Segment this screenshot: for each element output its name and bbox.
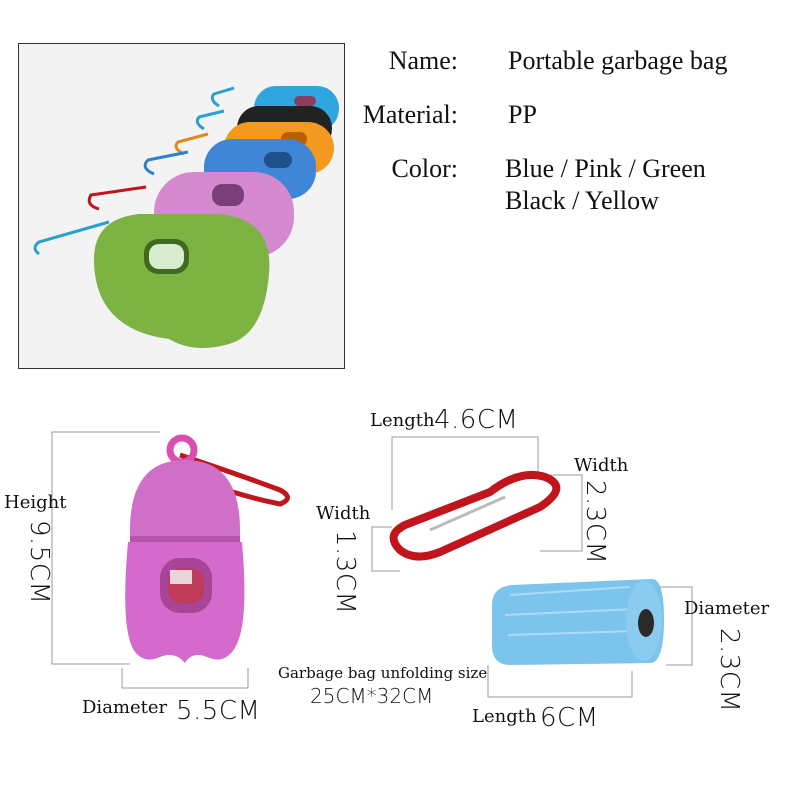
carabiner-length-value: 4.6CM [434, 405, 519, 435]
dispenser-group-illustration [19, 44, 344, 368]
name-label: Name: [388, 46, 458, 75]
roll-length-label: Length [472, 706, 537, 727]
carabiner-width-right-value: 2.3CM [580, 480, 610, 565]
carabiner-width-right-label: Width [574, 455, 629, 476]
carabiner-length-label: Length [370, 410, 435, 431]
carabiner-width-left-label: Width [316, 503, 371, 524]
roll-unfold-label: Garbage bag unfolding size [278, 664, 488, 682]
color-value-line2: Black / Yellow [505, 186, 659, 215]
material-value: PP [508, 100, 537, 129]
roll-diameter-label: Diameter [684, 598, 770, 619]
bag-roll-dimension-illustration [487, 579, 693, 698]
green-dispenser [94, 214, 270, 348]
dispenser-height-value: 9.5CM [24, 520, 54, 605]
carabiner-dimension-illustration [371, 436, 583, 572]
color-label: Color: [391, 154, 458, 183]
bag-roll [492, 579, 664, 665]
dispenser-diameter-label: Diameter [82, 697, 168, 718]
product-photo [18, 43, 345, 369]
dispenser-height-label: Height [4, 492, 67, 513]
material-label: Material: [362, 100, 458, 129]
dispenser-diameter-value: 5.5CM [176, 696, 261, 726]
name-value: Portable garbage bag [508, 46, 728, 75]
color-value-line1: Blue / Pink / Green [505, 154, 706, 183]
carabiner-width-left-value: 1.3CM [330, 530, 360, 615]
carabiner [389, 470, 561, 561]
roll-diameter-value: 2.3CM [714, 628, 744, 713]
dispenser-dimension-illustration [51, 431, 290, 689]
roll-unfold-value: 25CM*32CM [310, 684, 434, 708]
roll-length-value: 6CM [540, 703, 599, 733]
